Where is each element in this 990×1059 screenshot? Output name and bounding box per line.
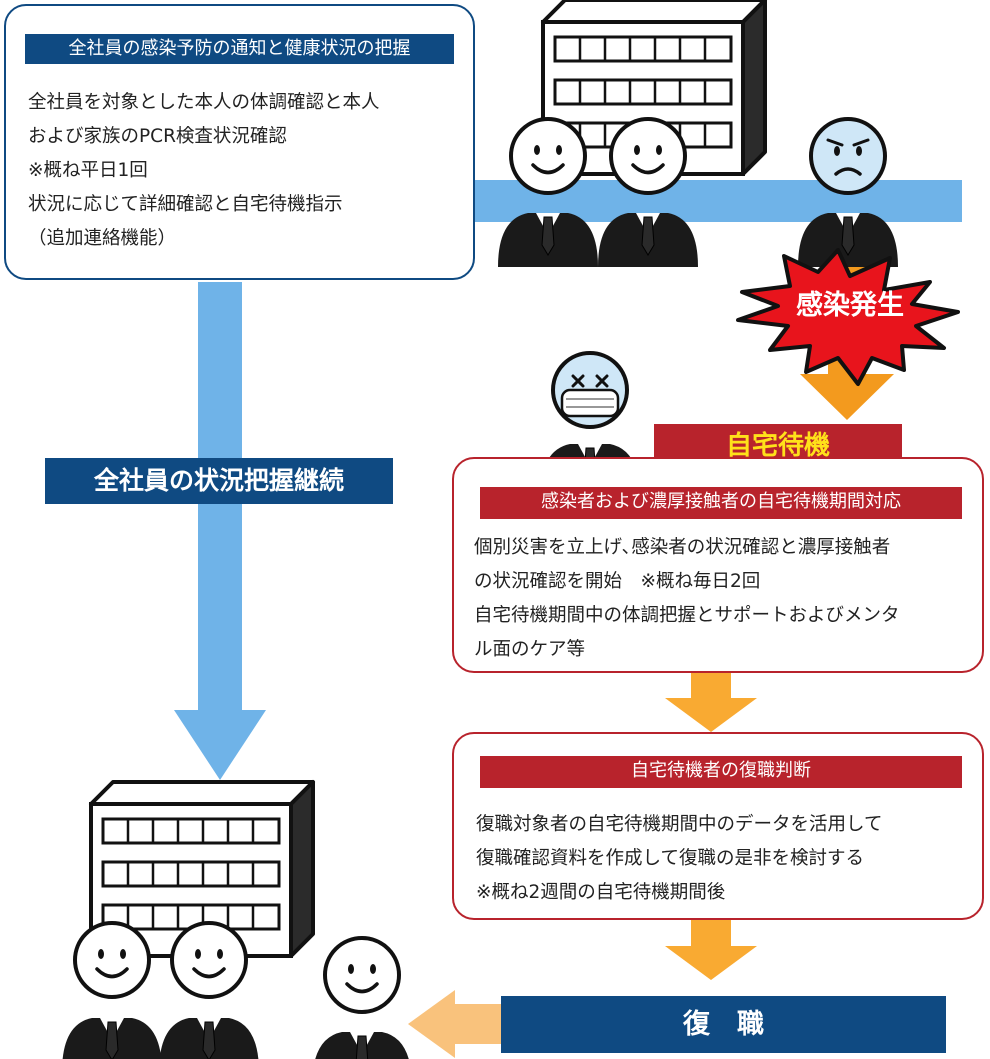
infection-label: 感染発生 xyxy=(796,290,904,321)
employee-icon xyxy=(61,1017,163,1059)
arrow-shaft-2 xyxy=(691,920,731,946)
text-line: ※概ね平日1回 xyxy=(28,160,148,181)
employee-icon xyxy=(597,212,699,268)
text-line: 自宅待機期間中の体調把握とサポートおよびメンタ xyxy=(474,605,900,626)
arrow-shaft-1 xyxy=(691,672,731,698)
text-line: 復職対象者の自宅待機期間中のデータを活用して xyxy=(476,814,883,835)
text-line: の状況確認を開始 ※概ね毎日2回 xyxy=(474,571,761,592)
text-line: 状況に応じて詳細確認と自宅待機指示 xyxy=(28,194,343,215)
arrow-head-1 xyxy=(665,698,757,732)
returning-employee-icon xyxy=(311,1031,413,1059)
text-line: （追加連絡機能） xyxy=(28,228,177,249)
infection-arrow-head xyxy=(800,374,894,420)
employee-icon xyxy=(497,212,599,268)
standby-response-text: 個別災害を立上げ､感染者の状況確認と濃厚接触者 の状況確認を開始 ※概ね毎日2回… xyxy=(474,531,900,667)
health-monitoring-box: 全社員の感染予防の通知と健康状況の把握 全社員を対象とした本人の体調確認と本人 … xyxy=(4,4,475,280)
health-monitoring-text: 全社員を対象とした本人の体調確認と本人 および家族のPCR検査状況確認 ※概ね平… xyxy=(28,86,380,256)
text-line: ル面のケア等 xyxy=(474,639,586,660)
return-to-work-banner: 復 職 xyxy=(501,996,946,1053)
text-line: 復職確認資料を作成して復職の是非を検討する xyxy=(476,848,864,869)
return-judgement-header: 自宅待機者の復職判断 xyxy=(480,756,962,788)
text-line: および家族のPCR検査状況確認 xyxy=(28,126,287,147)
arrow-head-2 xyxy=(665,946,757,980)
health-monitoring-header: 全社員の感染予防の通知と健康状況の把握 xyxy=(25,34,454,64)
standby-response-header: 感染者および濃厚接触者の自宅待機期間対応 xyxy=(480,487,962,519)
standby-response-box: 感染者および濃厚接触者の自宅待機期間対応 個別災害を立上げ､感染者の状況確認と濃… xyxy=(452,457,984,673)
return-arrow-shaft xyxy=(455,1004,505,1044)
return-judgement-box: 自宅待機者の復職判断 復職対象者の自宅待機期間中のデータを活用して 復職確認資料… xyxy=(452,732,984,920)
return-arrow-head xyxy=(408,990,455,1058)
sick-employee-icon xyxy=(797,212,899,268)
infection-burst xyxy=(736,248,960,386)
return-judgement-text: 復職対象者の自宅待機期間中のデータを活用して 復職確認資料を作成して復職の是非を… xyxy=(476,808,882,910)
employee-icon xyxy=(158,1017,260,1059)
continue-monitoring-banner: 全社員の状況把握継続 xyxy=(45,458,393,504)
text-line: 個別災害を立上げ､感染者の状況確認と濃厚接触者 xyxy=(474,537,891,558)
continue-arrow-head xyxy=(174,710,266,780)
text-line: 全社員を対象とした本人の体調確認と本人 xyxy=(28,92,380,113)
text-line: ※概ね2週間の自宅待機期間後 xyxy=(476,882,726,903)
worried-face-icon xyxy=(809,117,887,195)
masked-face-icon xyxy=(551,351,629,429)
